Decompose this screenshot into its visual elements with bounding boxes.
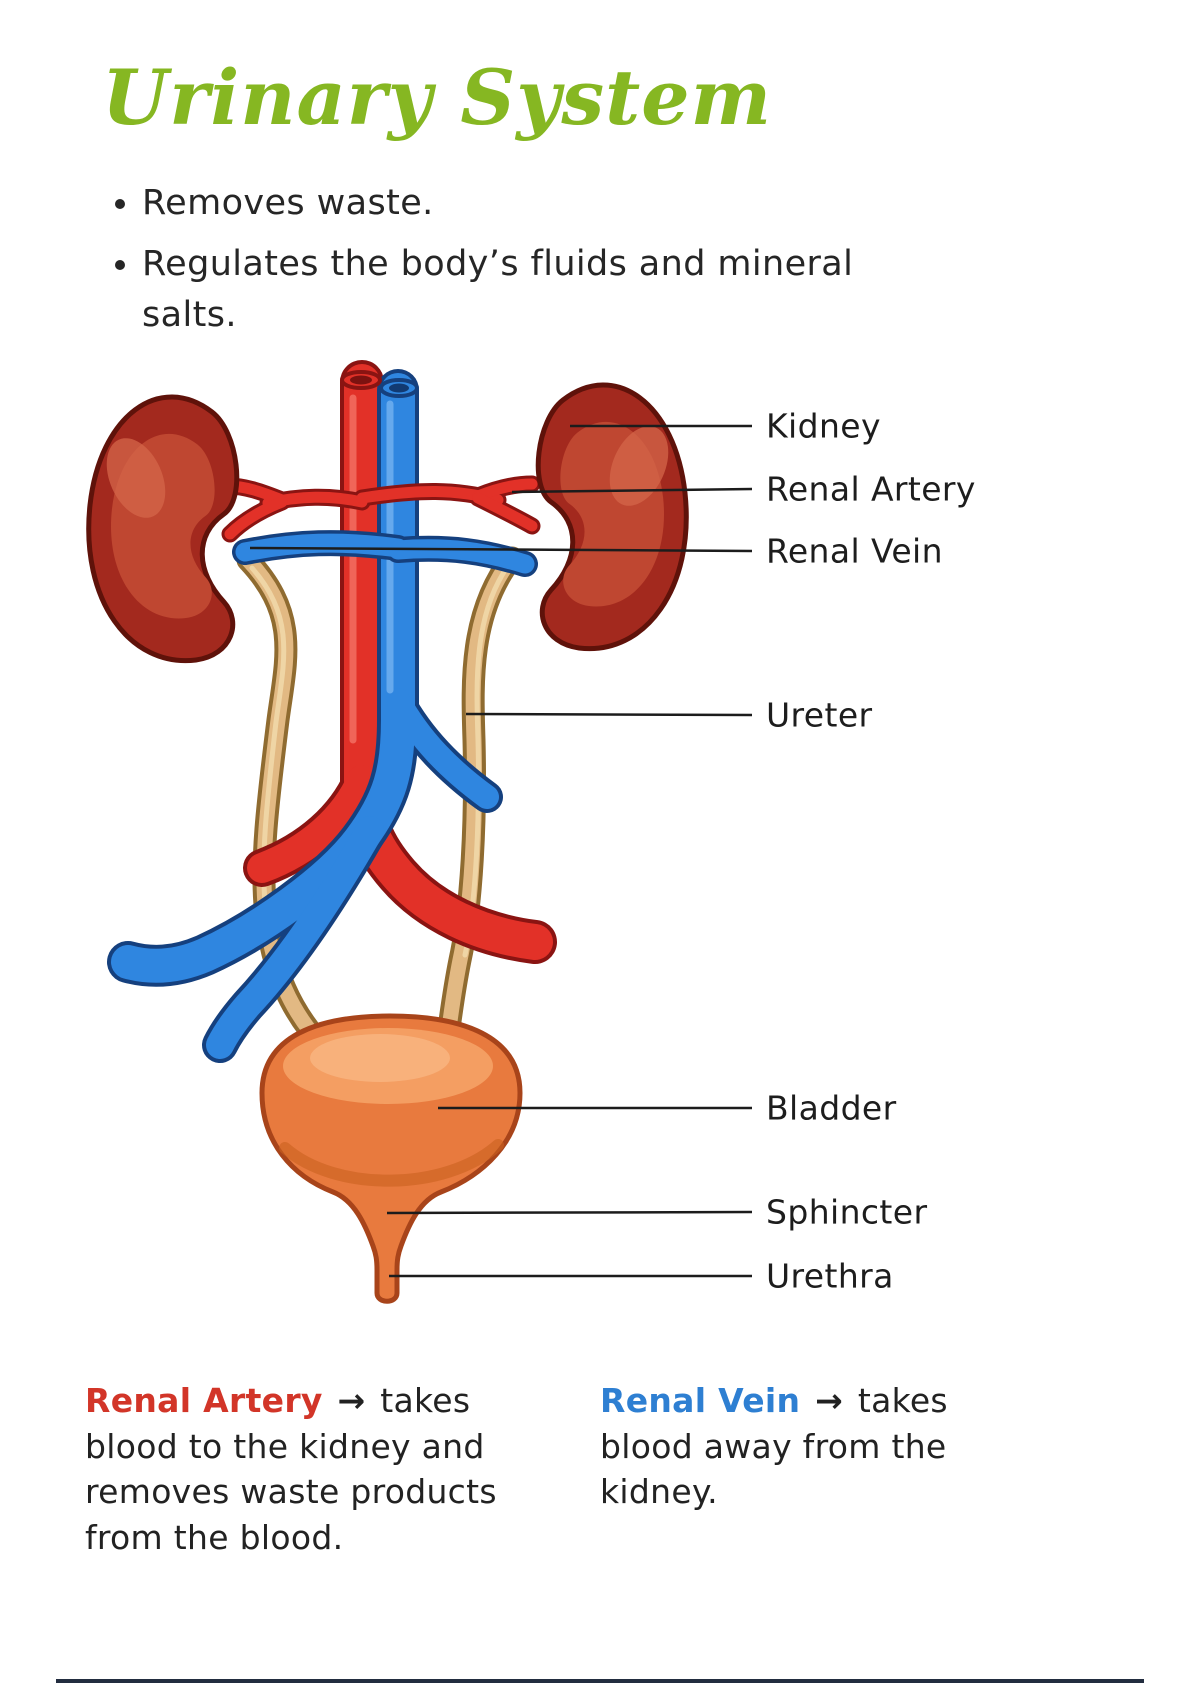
vena-cava-shape	[107, 369, 503, 1063]
note-renal-artery-term: Renal Artery	[85, 1381, 323, 1420]
note-renal-artery-text: takes blood to the kidney and removes wa…	[85, 1381, 497, 1557]
bladder-shape	[259, 1013, 523, 1304]
page-title: Urinary System	[102, 53, 773, 142]
label-ureter: Ureter	[766, 695, 873, 735]
label-renal-artery: Renal Artery	[766, 469, 976, 509]
note-renal-vein-term: Renal Vein	[600, 1381, 801, 1420]
kidney-left-shape	[86, 394, 240, 664]
bottom-divider-line	[56, 1679, 1144, 1683]
note-renal-vein: Renal Vein → takes blood away from the k…	[600, 1378, 1030, 1515]
right-arrow-glyph: →	[815, 1381, 844, 1420]
note-renal-vein-text: takes blood away from the kidney.	[600, 1381, 948, 1512]
label-sphincter: Sphincter	[766, 1192, 928, 1232]
label-bladder: Bladder	[766, 1088, 897, 1128]
label-urethra: Urethra	[766, 1256, 894, 1296]
intro-bullet-list: Removes waste. Regulates the body’s flui…	[108, 178, 922, 350]
kidney-right-shape	[535, 382, 689, 652]
bullet-removes-waste: Removes waste.	[142, 178, 922, 229]
bullet-regulates-fluids: Regulates the body’s fluids and mineral …	[142, 239, 922, 341]
label-kidney: Kidney	[766, 406, 881, 446]
right-arrow-glyph: →	[337, 1381, 366, 1420]
note-renal-artery: Renal Artery → takes blood to the kidney…	[85, 1378, 570, 1560]
label-pointer-lines	[249, 424, 753, 1278]
label-renal-vein: Renal Vein	[766, 531, 943, 571]
vessel-openings	[340, 370, 419, 398]
ureter-right-shape	[434, 546, 524, 1060]
